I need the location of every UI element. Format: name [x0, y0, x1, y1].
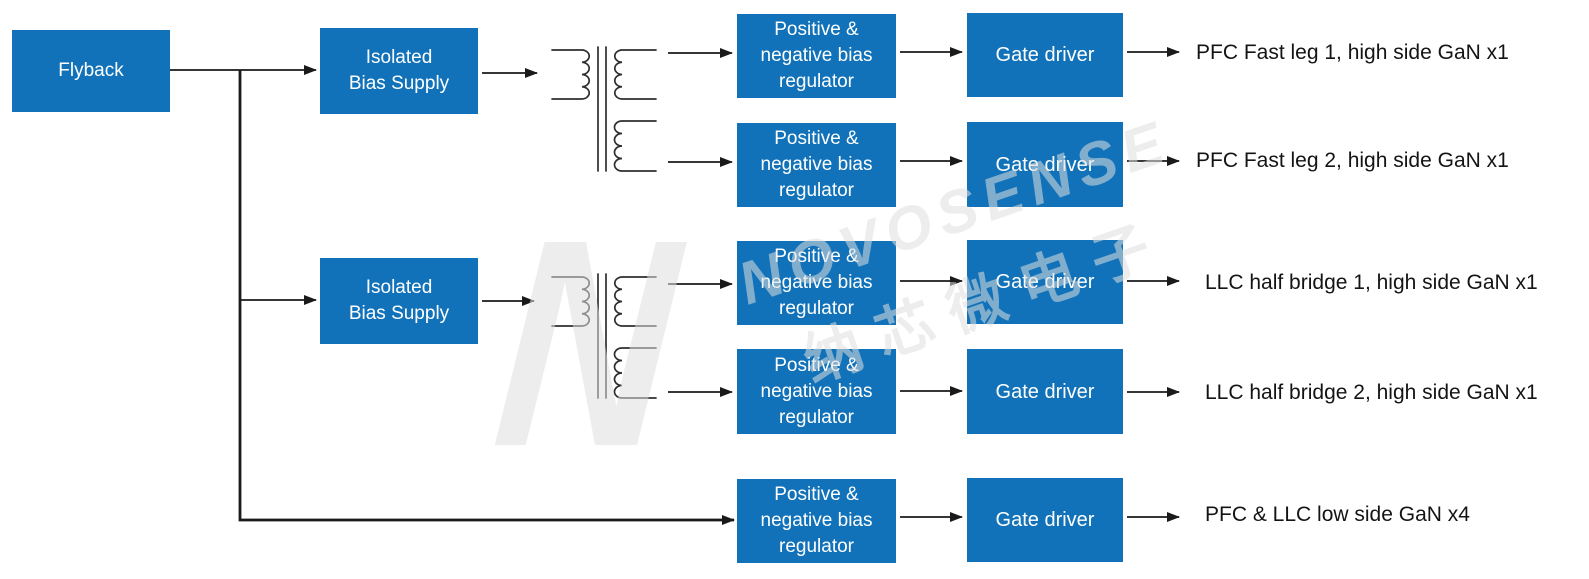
gate-driver-label: Gate driver: [995, 509, 1095, 531]
bias-regulator-label: negative bias: [760, 510, 873, 531]
gate-driver-block-5: Gate driver: [967, 478, 1123, 562]
isolated-bias-supply-label: Bias Supply: [348, 73, 450, 94]
gate-driver-block-4: Gate driver: [967, 349, 1123, 434]
gate-driver-label: Gate driver: [995, 44, 1095, 66]
isolated-bias-supply-block-2: Isolated Bias Supply: [320, 258, 478, 344]
trunk-connector: [238, 70, 735, 525]
transformer-icon: [551, 46, 657, 172]
bias-regulator-label: Positive &: [774, 484, 859, 505]
bias-regulator-block-5: Positive & negative bias regulator: [737, 479, 896, 563]
gate-driver-label: Gate driver: [995, 271, 1095, 293]
output-label-4: LLC half bridge 2, high side GaN x1: [1205, 381, 1538, 404]
output-label-2: PFC Fast leg 2, high side GaN x1: [1196, 149, 1509, 172]
bias-regulator-label: regulator: [779, 536, 854, 557]
output-label-1: PFC Fast leg 1, high side GaN x1: [1196, 41, 1509, 64]
isolated-bias-supply-label: Isolated: [365, 277, 433, 298]
flyback-block: Flyback: [12, 30, 170, 112]
bias-regulator-label: negative bias: [760, 154, 873, 175]
gate-driver-label: Gate driver: [995, 153, 1095, 176]
bias-regulator-block-2: Positive & negative bias regulator: [737, 123, 896, 207]
isolated-bias-supply-block-1: Isolated Bias Supply: [320, 28, 478, 114]
bias-regulator-block-4: Positive & negative bias regulator: [737, 349, 896, 434]
transformer-icon: [551, 273, 657, 399]
bias-regulator-label: Positive &: [774, 19, 859, 40]
gate-driver-label: Gate driver: [995, 380, 1095, 403]
gate-driver-block-2: Gate driver: [967, 122, 1123, 207]
bias-regulator-label: negative bias: [760, 380, 873, 402]
flyback-label: Flyback: [58, 60, 124, 81]
bias-regulator-label: regulator: [779, 180, 854, 201]
gate-driver-block-1: Gate driver: [967, 13, 1123, 97]
bias-regulator-label: Positive &: [774, 246, 859, 267]
gate-driver-block-3: Gate driver: [967, 240, 1123, 324]
bias-regulator-label: regulator: [779, 71, 854, 92]
bias-regulator-label: regulator: [779, 406, 854, 428]
output-label-3: LLC half bridge 1, high side GaN x1: [1205, 271, 1538, 294]
bias-regulator-label: regulator: [779, 298, 854, 319]
isolated-bias-supply-label: Isolated: [365, 47, 433, 68]
bias-regulator-block-1: Positive & negative bias regulator: [737, 14, 896, 98]
bias-regulator-label: Positive &: [774, 128, 859, 149]
output-label-5: PFC & LLC low side GaN x4: [1205, 503, 1470, 526]
isolated-bias-supply-label: Bias Supply: [348, 303, 450, 324]
bias-regulator-block-3: Positive & negative bias regulator: [737, 241, 896, 325]
bias-regulator-label: Positive &: [774, 354, 859, 376]
bias-regulator-label: negative bias: [760, 272, 873, 293]
bias-regulator-label: negative bias: [760, 45, 873, 66]
